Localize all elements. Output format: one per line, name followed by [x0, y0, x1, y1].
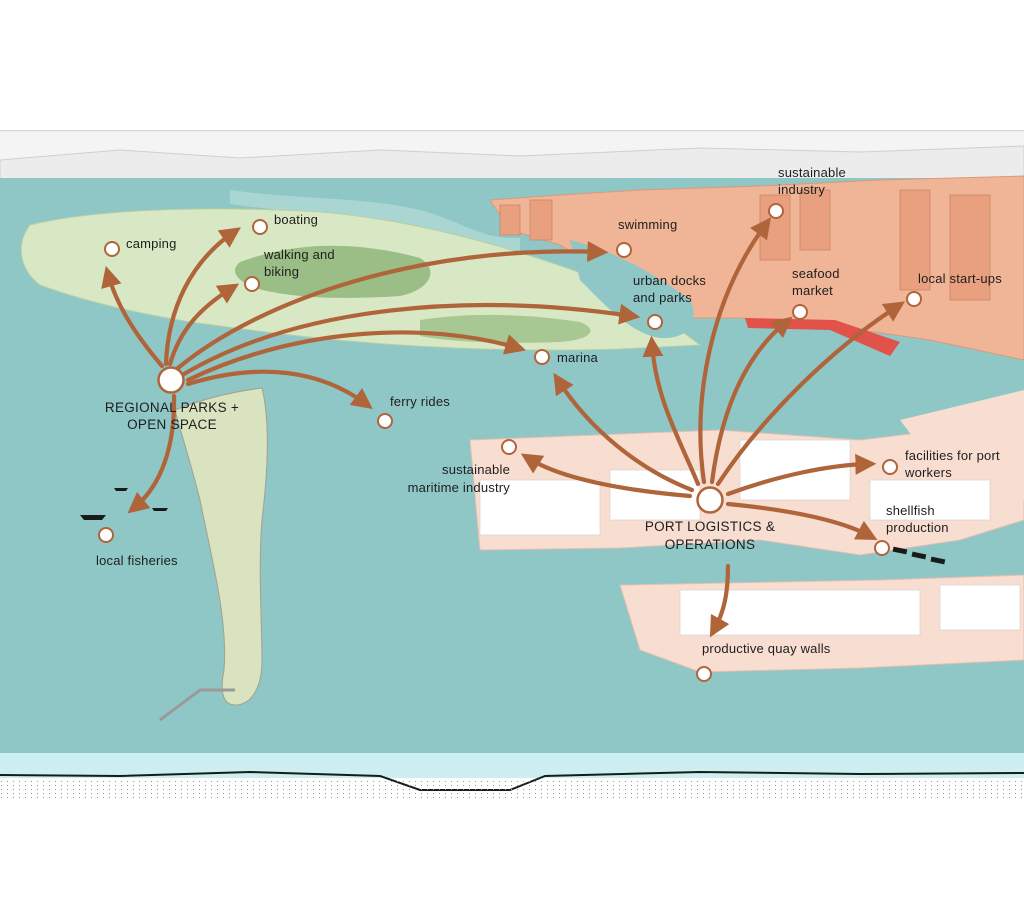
park-woods — [235, 245, 431, 298]
arrow-to-swimming — [175, 241, 609, 371]
arrow-to-marina — [185, 330, 527, 383]
arrow-to-seafood-market — [709, 316, 793, 485]
shellfish-label-line2: production — [886, 520, 949, 535]
arrow-to-fisheries — [127, 393, 177, 514]
node-boating — [252, 219, 268, 235]
swimming-label: swimming — [618, 217, 677, 232]
node-ferry-rides — [377, 413, 393, 429]
walking-label-line2: biking — [264, 264, 299, 279]
port-logistics-hub — [696, 486, 724, 514]
urban-docks-label-line2: and parks — [633, 290, 692, 305]
node-maritime-industry — [501, 439, 517, 455]
regional-parks-label-line2: OPEN SPACE — [127, 417, 217, 432]
facilities-label-line1: facilities for port — [905, 448, 1000, 463]
arrow-to-maritime-industry — [520, 453, 693, 499]
port-logistics-label-line1: PORT LOGISTICS & — [645, 519, 775, 534]
port-east — [900, 390, 1024, 500]
ferry-rides-label: ferry rides — [390, 394, 450, 409]
urban-docks-label-line1: urban docks — [633, 273, 706, 288]
seafood-label-line1: seafood — [792, 266, 840, 281]
quay-walls-label: productive quay walls — [702, 641, 831, 656]
sustainable-industry-label-line2: industry — [778, 182, 825, 197]
facilities-label-line2: workers — [904, 465, 952, 480]
local-fisheries-label: local fisheries — [96, 553, 178, 568]
arrow-to-ferry — [185, 369, 373, 409]
horizon-line — [0, 130, 1024, 132]
node-walking — [244, 276, 260, 292]
labels: REGIONAL PARKS + OPEN SPACE PORT LOGISTI… — [96, 165, 1002, 656]
breakwater-island — [174, 387, 268, 706]
arrow-to-shellfish — [725, 501, 878, 540]
harbour-basin — [570, 240, 694, 339]
shellfish-label-line1: shellfish — [886, 503, 935, 518]
arrow-to-sustainable-industry — [698, 217, 771, 485]
city-blocks — [499, 189, 991, 301]
boating-label: boating — [274, 212, 318, 227]
node-swimming — [616, 242, 632, 258]
maritime-label-line1: sustainable — [442, 462, 510, 477]
seafood-label-line2: market — [792, 283, 833, 298]
node-seafood-market — [792, 304, 808, 320]
walking-label-line1: walking and — [263, 247, 335, 262]
maritime-label-line2: maritime industry — [408, 480, 511, 495]
marina-label: marina — [557, 350, 599, 365]
port-logistics-label-line2: OPERATIONS — [665, 537, 756, 552]
local-startups-label: local start-ups — [918, 271, 1002, 286]
arrow-to-startups — [715, 301, 906, 487]
arrow-to-marina-from-port — [553, 372, 695, 493]
node-shellfish — [874, 540, 890, 556]
arrow-to-quay-walls — [709, 563, 731, 638]
node-facilities — [882, 459, 898, 475]
arrow-to-boating — [163, 227, 241, 367]
destination-nodes — [98, 203, 922, 682]
regional-parks-hub — [157, 366, 185, 394]
node-camping — [104, 241, 120, 257]
terrain — [0, 130, 1024, 800]
node-quay-walls — [696, 666, 712, 682]
breakwater-pier — [159, 688, 235, 722]
arrow-to-walking — [167, 283, 240, 367]
node-marina — [534, 349, 550, 365]
arrow-to-facilities — [725, 453, 877, 497]
fishing-boats — [80, 488, 168, 520]
node-sustainable-industry — [768, 203, 784, 219]
shellfish-racks — [892, 546, 946, 565]
arrow-to-urban-docks — [181, 303, 641, 377]
node-local-startups — [906, 291, 922, 307]
sustainable-industry-label-line1: sustainable — [778, 165, 846, 180]
sediment — [0, 780, 1024, 800]
park-arrows — [101, 227, 641, 514]
port-arrows — [520, 217, 906, 638]
node-local-fisheries — [98, 527, 114, 543]
arrow-to-urban-docks-from-port — [642, 335, 701, 487]
regional-parks-label-line1: REGIONAL PARKS + — [105, 400, 239, 415]
arrow-to-camping — [101, 265, 165, 369]
node-urban-docks — [647, 314, 663, 330]
camping-label: camping — [126, 236, 177, 251]
